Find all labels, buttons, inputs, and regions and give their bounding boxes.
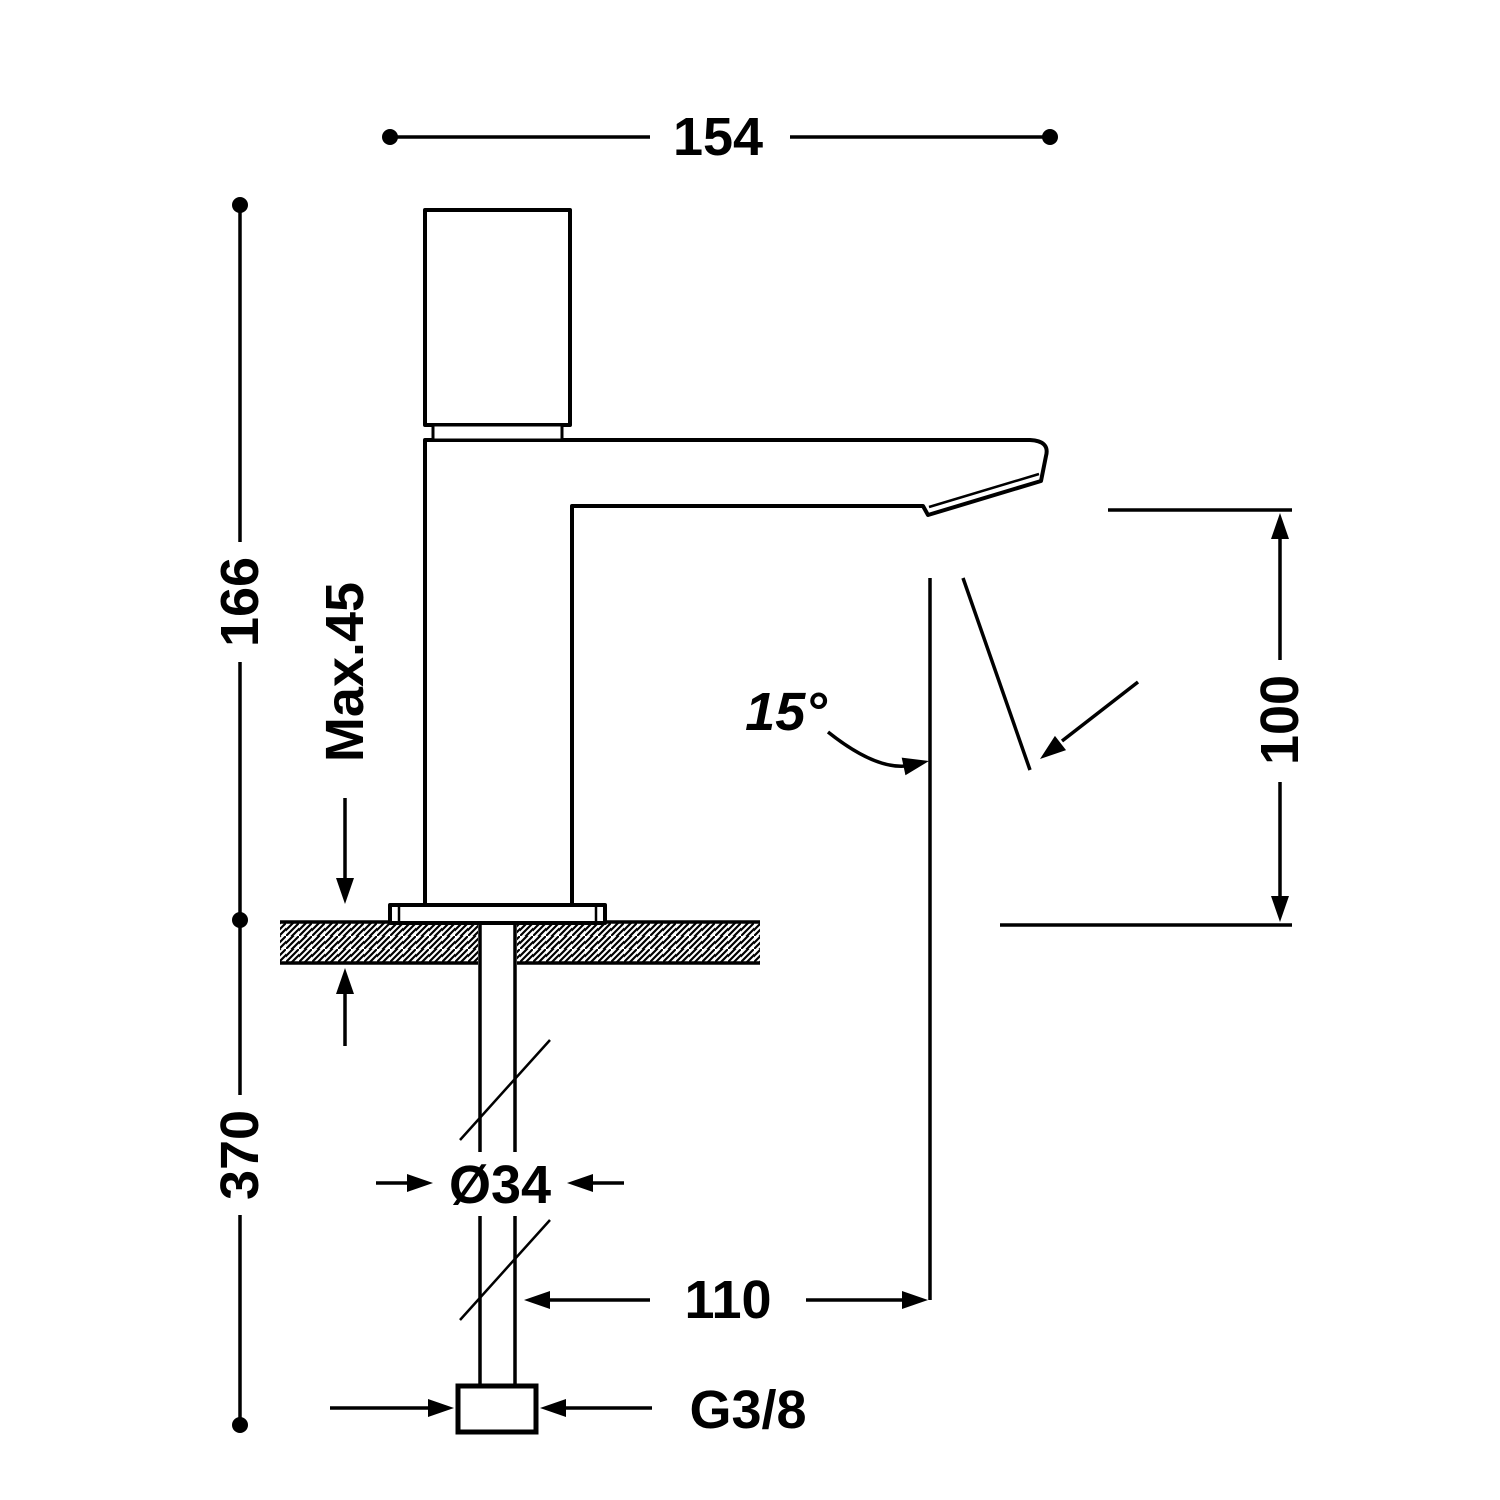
arrowhead-up <box>336 968 354 994</box>
pipe-break-slash-lower <box>459 1219 551 1321</box>
shank-diameter-dimension: Ø34 <box>376 1152 624 1216</box>
spout-body-outline <box>423 438 1049 907</box>
dim-label-shank-diameter: Ø34 <box>449 1155 551 1215</box>
arrowhead-right <box>428 1399 454 1417</box>
arrowhead-up <box>1271 513 1289 539</box>
dim-dot <box>232 912 248 928</box>
pipe-break-slash-upper <box>459 1039 551 1141</box>
dim-label-outlet-height: 100 <box>1250 675 1310 765</box>
dim-dot <box>232 1417 248 1433</box>
dim-label-height-above-deck: 166 <box>210 557 270 647</box>
top-width-dimension: 154 <box>382 107 1058 167</box>
tilted-stream-line <box>961 577 1032 771</box>
arrowhead-down <box>336 878 354 904</box>
base-flange <box>388 903 607 925</box>
mounting-thickness-dimension: Max.45 <box>315 582 375 1046</box>
arrowhead-left <box>524 1291 550 1309</box>
deck-hatch-left <box>280 922 478 963</box>
angle-annotation: 15° <box>745 577 1140 1300</box>
left-height-dimension: 166 370 <box>210 197 270 1433</box>
arrowhead-down <box>1271 896 1289 922</box>
aerator-line <box>928 472 1040 509</box>
offset-dimension: 110 <box>524 1270 928 1330</box>
handle-neck <box>431 423 564 442</box>
arrowhead-right <box>902 1291 928 1309</box>
deck-hatch-right <box>517 922 760 963</box>
handle <box>423 208 572 427</box>
dim-dot <box>1042 129 1058 145</box>
thread-connector <box>455 1383 539 1435</box>
deck-surface <box>280 920 760 965</box>
dim-dot <box>382 129 398 145</box>
dim-label-spout-reach-offset: 110 <box>684 1270 771 1330</box>
dim-label-spout-angle: 15° <box>745 682 827 742</box>
faucet-body <box>388 208 1049 925</box>
outlet-height-dimension: 100 <box>1000 508 1310 927</box>
thread-callout: G3/8 <box>330 1380 807 1440</box>
arrowhead-arc-end <box>901 757 929 776</box>
arrowhead-right <box>407 1174 433 1192</box>
arrowhead-left <box>567 1174 593 1192</box>
dim-dot <box>232 197 248 213</box>
arrowhead-left <box>540 1399 566 1417</box>
dim-label-supply-length: 370 <box>210 1110 270 1200</box>
dim-label-max-deck-thickness: Max.45 <box>315 582 375 762</box>
arrowhead-to-stream <box>1040 735 1067 759</box>
dim-label-connection-thread: G3/8 <box>689 1380 806 1440</box>
dim-label-overall-depth: 154 <box>673 107 763 167</box>
